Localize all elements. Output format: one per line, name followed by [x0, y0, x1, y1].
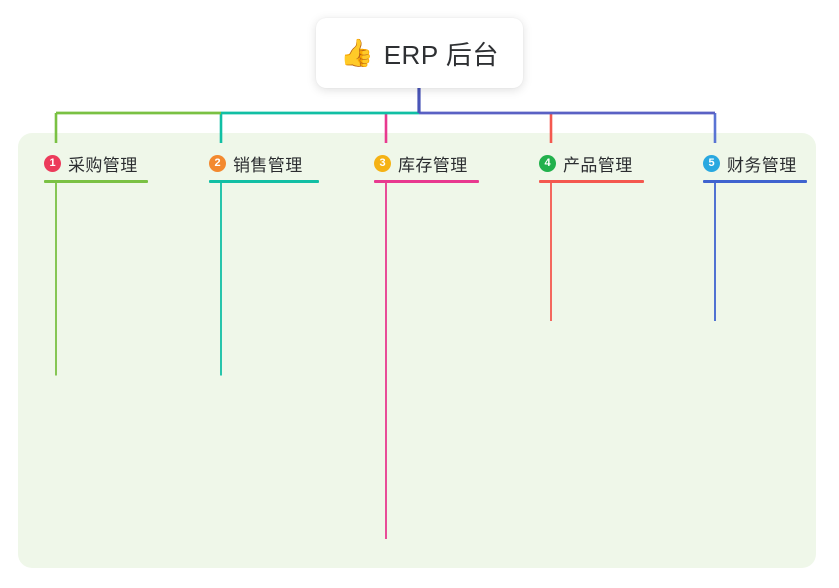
root-node-card[interactable]: 👍 ERP 后台	[316, 18, 523, 88]
branch-underline	[374, 180, 479, 183]
branch-underline	[703, 180, 807, 183]
branch-underline	[44, 180, 148, 183]
branch-header-2[interactable]: 2 销售管理	[209, 150, 303, 176]
branch-header-4[interactable]: 4 产品管理	[539, 150, 633, 176]
branch-underline	[209, 180, 319, 183]
branch-title: 财务管理	[727, 155, 797, 175]
branch-number-badge: 5	[703, 154, 720, 172]
branch-header-3[interactable]: 3 库存管理	[374, 150, 468, 176]
branch-underline	[539, 180, 644, 183]
root-node-title: ERP 后台	[383, 39, 499, 70]
branch-title: 库存管理	[398, 155, 468, 175]
branch-number-badge: 3	[374, 154, 391, 172]
diagram-panel	[18, 133, 816, 568]
thumbs-up-icon: 👍	[340, 37, 374, 68]
branch-header-1[interactable]: 1 采购管理	[44, 150, 138, 176]
branch-number-badge: 1	[44, 154, 61, 172]
branch-number-badge: 4	[539, 154, 556, 172]
branch-title: 采购管理	[68, 155, 138, 175]
branch-title: 产品管理	[563, 155, 633, 175]
branch-number-badge: 2	[209, 154, 226, 172]
branch-header-5[interactable]: 5 财务管理	[703, 150, 797, 176]
branch-title: 销售管理	[233, 155, 303, 175]
